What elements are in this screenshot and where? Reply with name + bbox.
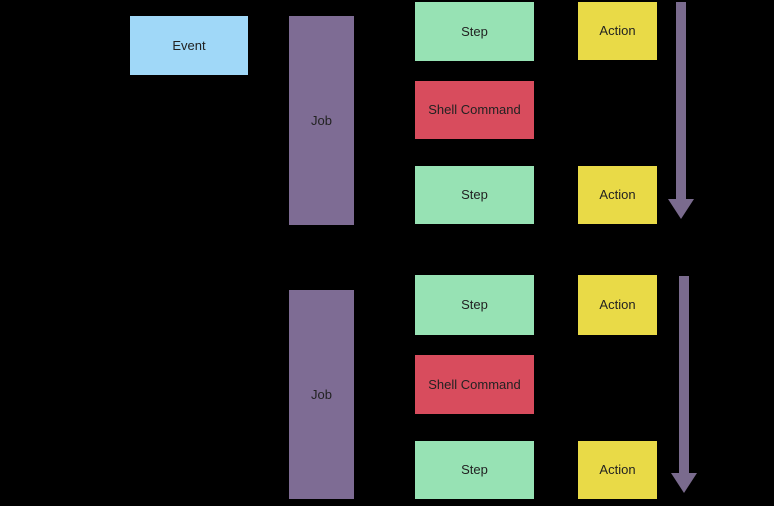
down-arrow-icon bbox=[671, 276, 697, 493]
arrow-head bbox=[671, 473, 697, 493]
action-box-4: Action bbox=[578, 441, 657, 499]
arrow-head bbox=[668, 199, 694, 219]
arrow-shaft bbox=[676, 2, 686, 199]
event-box: Event bbox=[130, 16, 248, 75]
action-box-1: Action bbox=[578, 2, 657, 60]
step-box-1: Step bbox=[415, 2, 534, 61]
arrow-shaft bbox=[679, 276, 689, 473]
action-box-2: Action bbox=[578, 166, 657, 224]
job-box-2: Job bbox=[289, 290, 354, 499]
shell-command-box-1: Shell Command bbox=[415, 81, 534, 139]
step-box-4: Step bbox=[415, 441, 534, 499]
action-box-3: Action bbox=[578, 275, 657, 335]
shell-command-box-2: Shell Command bbox=[415, 355, 534, 414]
step-box-2: Step bbox=[415, 166, 534, 224]
down-arrow-icon bbox=[668, 2, 694, 219]
job-box-1: Job bbox=[289, 16, 354, 225]
step-box-3: Step bbox=[415, 275, 534, 335]
